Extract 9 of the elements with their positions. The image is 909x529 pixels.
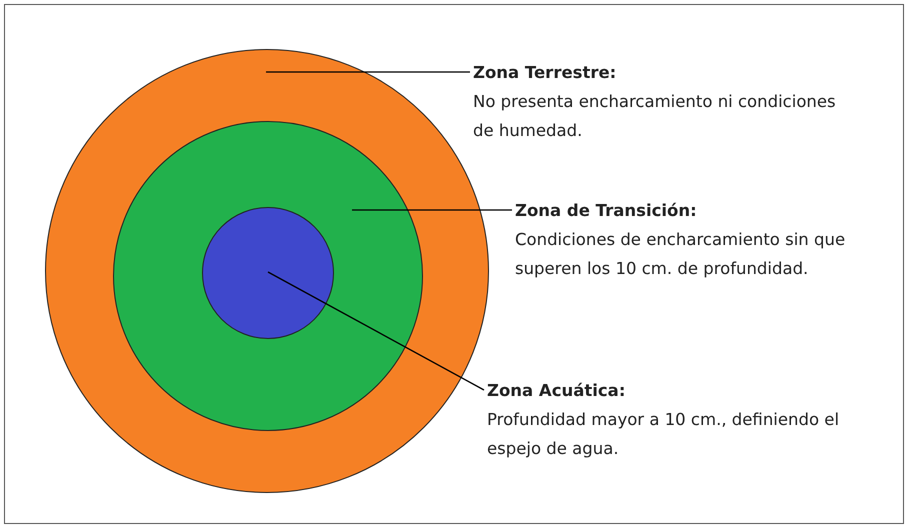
leader-line: [352, 209, 512, 211]
zone-heading: Zona de Transición:: [515, 200, 698, 222]
leader-line: [266, 71, 470, 73]
zone-heading: Zona Terrestre:: [473, 62, 618, 84]
zone-description: Condiciones de encharcamiento sin que superen los 10 cm. de profundidad.: [515, 229, 846, 280]
leader-line: [268, 271, 484, 391]
zone-description: Profundidad mayor a 10 cm., definiendo el espejo de agua.: [487, 409, 840, 460]
zone-description: No presenta encharcamiento ni condiciones de humedad.: [473, 91, 837, 142]
zone-heading: Zona Acuática:: [487, 380, 626, 402]
